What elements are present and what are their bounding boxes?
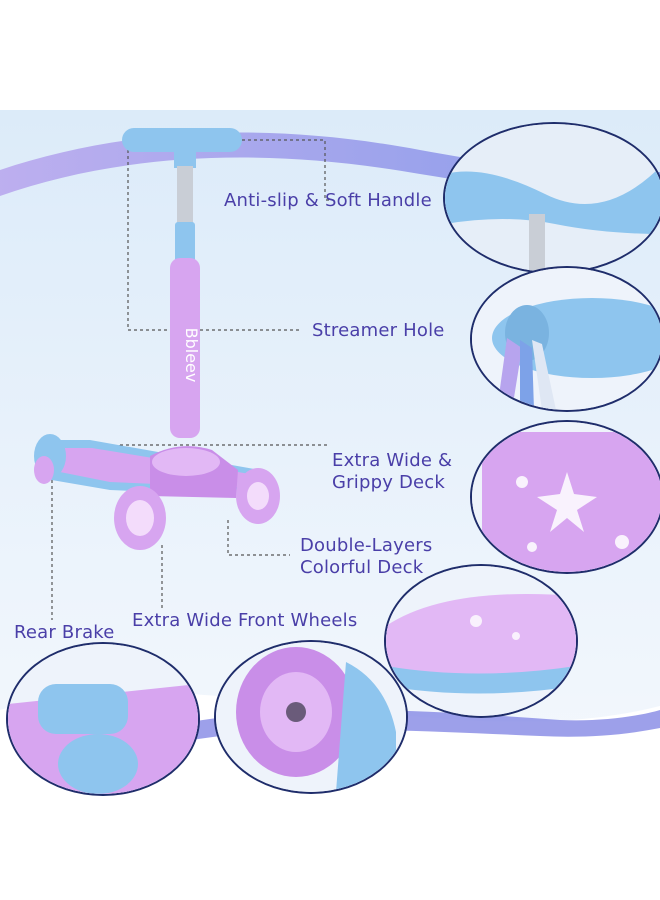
label-deck: Extra Wide & Grippy Deck (332, 450, 453, 493)
label-wheels: Extra Wide Front Wheels (132, 610, 358, 631)
handle-closeup (443, 122, 660, 274)
label-streamer: Streamer Hole (312, 320, 445, 341)
brake-closeup (6, 642, 200, 796)
wheel-closeup (214, 640, 408, 794)
streamer-closeup (470, 266, 660, 412)
label-handle: Anti-slip & Soft Handle (224, 190, 432, 211)
layers-closeup (384, 564, 578, 718)
label-brake: Rear Brake (14, 622, 115, 643)
deck-closeup (470, 420, 660, 574)
label-layers: Double-Layers Colorful Deck (300, 535, 433, 578)
brand-logo: Bbleev (182, 328, 201, 383)
